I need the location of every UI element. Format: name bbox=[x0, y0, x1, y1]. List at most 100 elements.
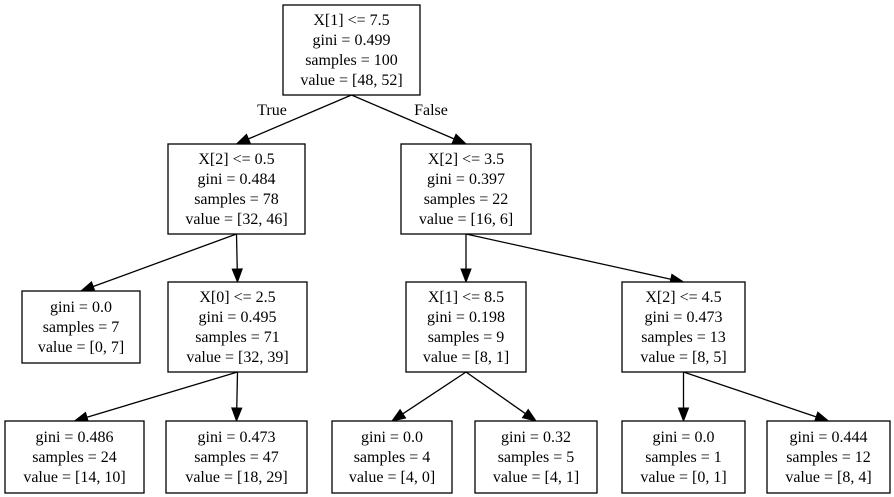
edge-line bbox=[248, 94, 352, 140]
node-box bbox=[167, 281, 308, 373]
tree-edge bbox=[390, 371, 467, 422]
node-box bbox=[474, 420, 598, 494]
node-line: samples = 24 bbox=[32, 449, 117, 466]
node-box bbox=[331, 420, 453, 494]
edge-line bbox=[465, 371, 526, 415]
node-line: samples = 7 bbox=[43, 319, 120, 336]
node-line: samples = 100 bbox=[305, 52, 398, 69]
edge-line bbox=[92, 233, 237, 288]
tree-edge bbox=[465, 233, 685, 285]
arrowhead-icon bbox=[235, 133, 252, 145]
edge-label: True bbox=[257, 102, 287, 119]
node-line: gini = 0.0 bbox=[50, 299, 112, 316]
arrowhead-icon bbox=[451, 133, 468, 145]
node-line: samples = 47 bbox=[194, 449, 279, 466]
edge-line bbox=[235, 233, 238, 270]
arrowhead-icon bbox=[231, 407, 243, 423]
tree-node: X[2] <= 4.5 gini = 0.473 samples = 13 value… bbox=[621, 281, 746, 373]
tree-edge bbox=[73, 371, 238, 423]
tree-node: gini = 0.486 samples = 24 value = [14, 10] bbox=[4, 420, 145, 494]
edge-line bbox=[402, 371, 467, 415]
node-line: samples = 12 bbox=[786, 449, 871, 466]
arrowhead-icon bbox=[813, 411, 830, 423]
node-line: samples = 9 bbox=[428, 329, 505, 346]
node-line: gini = 0.397 bbox=[427, 171, 505, 188]
tree-edge bbox=[231, 233, 243, 284]
node-line: samples = 5 bbox=[498, 449, 575, 466]
node-line: gini = 0.32 bbox=[501, 429, 571, 446]
node-line: value = [8, 1] bbox=[423, 349, 509, 366]
tree-edge bbox=[465, 371, 538, 422]
edge-label: False bbox=[414, 102, 448, 119]
node-line: gini = 0.495 bbox=[199, 309, 277, 326]
tree-edge bbox=[460, 234, 472, 284]
node-line: value = [32, 46] bbox=[185, 211, 287, 228]
tree-node: gini = 0.0 samples = 4 value = [4, 0] bbox=[331, 420, 453, 494]
node-line: X[2] <= 0.5 bbox=[198, 151, 274, 168]
node-line: value = [18, 29] bbox=[185, 469, 287, 486]
node-line: X[1] <= 7.5 bbox=[313, 12, 389, 29]
node-line: gini = 0.473 bbox=[645, 309, 723, 326]
tree-node: X[2] <= 0.5 gini = 0.484 samples = 78 value… bbox=[167, 143, 306, 235]
node-line: gini = 0.486 bbox=[36, 429, 114, 446]
tree-edge: False bbox=[351, 94, 468, 145]
tree-node: X[2] <= 3.5 gini = 0.397 samples = 22 value… bbox=[400, 143, 532, 235]
node-box bbox=[167, 143, 306, 235]
node-line: samples = 78 bbox=[194, 191, 279, 208]
edge-line bbox=[683, 371, 817, 418]
edge-line bbox=[351, 94, 455, 140]
node-line: samples = 71 bbox=[195, 329, 280, 346]
node-box bbox=[400, 143, 532, 235]
node-box bbox=[21, 290, 141, 364]
node-line: gini = 0.444 bbox=[790, 429, 868, 446]
node-box bbox=[621, 420, 746, 494]
arrowhead-icon bbox=[79, 280, 96, 292]
node-line: gini = 0.484 bbox=[198, 171, 276, 188]
node-line: value = [16, 6] bbox=[419, 211, 513, 228]
tree-edge bbox=[231, 371, 243, 423]
tree-node: gini = 0.473 samples = 47 value = [18, 29] bbox=[165, 420, 308, 494]
node-box bbox=[405, 281, 527, 373]
node-line: value = [14, 10] bbox=[23, 469, 125, 486]
edge-line bbox=[86, 371, 238, 418]
node-line: samples = 22 bbox=[424, 191, 509, 208]
node-line: samples = 1 bbox=[645, 449, 722, 466]
tree-edge: True bbox=[235, 94, 352, 145]
node-line: samples = 13 bbox=[641, 329, 726, 346]
node-box bbox=[621, 281, 746, 373]
node-box bbox=[766, 420, 891, 494]
tree-node: gini = 0.0 samples = 7 value = [0, 7] bbox=[21, 290, 141, 364]
node-line: samples = 4 bbox=[354, 449, 431, 466]
arrowhead-icon bbox=[390, 408, 407, 422]
node-line: value = [0, 7] bbox=[38, 339, 124, 356]
node-line: value = [48, 52] bbox=[300, 72, 402, 89]
node-line: value = [32, 39] bbox=[186, 349, 288, 366]
arrowhead-icon bbox=[231, 268, 243, 284]
node-line: X[2] <= 3.5 bbox=[428, 151, 504, 168]
node-line: gini = 0.473 bbox=[198, 429, 276, 446]
node-line: X[2] <= 4.5 bbox=[645, 289, 721, 306]
arrowhead-icon bbox=[677, 407, 690, 423]
node-line: X[1] <= 8.5 bbox=[428, 289, 504, 306]
node-line: value = [4, 1] bbox=[493, 469, 579, 486]
node-line: gini = 0.198 bbox=[427, 309, 505, 326]
edges-layer: True False bbox=[73, 94, 830, 423]
arrowhead-icon bbox=[460, 268, 472, 284]
arrowhead-icon bbox=[521, 408, 538, 422]
node-line: gini = 0.0 bbox=[361, 429, 423, 446]
node-line: gini = 0.0 bbox=[653, 429, 715, 446]
node-line: value = [8, 4] bbox=[785, 469, 871, 486]
tree-node: gini = 0.444 samples = 12 value = [8, 4] bbox=[766, 420, 891, 494]
node-line: value = [4, 0] bbox=[349, 469, 435, 486]
tree-edge bbox=[677, 372, 690, 423]
tree-node: X[1] <= 8.5 gini = 0.198 samples = 9 value … bbox=[405, 281, 527, 373]
node-box bbox=[282, 4, 421, 96]
node-line: value = [8, 5] bbox=[640, 349, 726, 366]
tree-node: gini = 0.32 samples = 5 value = [4, 1] bbox=[474, 420, 598, 494]
tree-edge bbox=[683, 371, 830, 423]
edge-line bbox=[236, 371, 239, 409]
